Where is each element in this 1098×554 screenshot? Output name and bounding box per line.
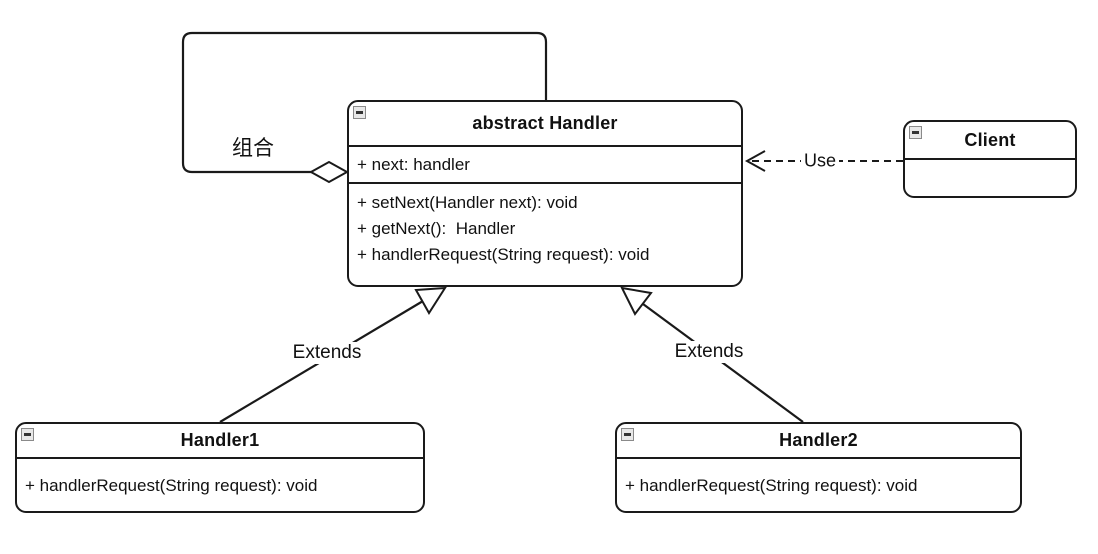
composition-loop-line — [181, 31, 548, 174]
class-client[interactable]: Client — [903, 120, 1077, 198]
use-label: Use — [800, 150, 840, 172]
extends-label-right: Extends — [670, 341, 748, 363]
generalization-arrowhead-right-icon — [620, 286, 653, 316]
method-compartment: + handlerRequest(String request): void — [17, 457, 423, 511]
class-title: Handler2 — [779, 430, 858, 450]
collapse-minus-icon[interactable] — [621, 428, 634, 441]
class-method: + handlerRequest(String request): void — [625, 476, 918, 495]
collapse-minus-icon[interactable] — [909, 126, 922, 139]
class-method: + handlerRequest(String request): void — [357, 245, 650, 264]
generalization-arrowhead-left-icon — [414, 286, 447, 315]
attribute-compartment: + next: handler — [349, 145, 741, 182]
class-handler1[interactable]: Handler1 + handlerRequest(String request… — [15, 422, 425, 513]
aggregation-diamond-icon — [308, 160, 350, 184]
composition-label: 组合 — [232, 137, 274, 160]
class-client-title-compartment: Client — [905, 122, 1075, 158]
class-handler2-title-compartment: Handler2 — [617, 424, 1020, 457]
collapse-minus-icon[interactable] — [21, 428, 34, 441]
class-abstract-handler[interactable]: abstract Handler + next: handler + setNe… — [347, 100, 743, 287]
class-abstract-handler-title-compartment: abstract Handler — [349, 102, 741, 145]
method-compartment: + handlerRequest(String request): void — [617, 457, 1020, 511]
class-attribute: + next: handler — [357, 154, 470, 174]
class-handler2[interactable]: Handler2 + handlerRequest(String request… — [615, 422, 1022, 513]
use-arrowhead-icon — [744, 150, 766, 172]
collapse-minus-icon[interactable] — [353, 106, 366, 119]
class-method: + setNext(Handler next): void — [357, 193, 578, 212]
empty-compartment — [905, 158, 1075, 196]
class-title: abstract Handler — [472, 113, 618, 133]
class-method: + handlerRequest(String request): void — [25, 476, 318, 495]
class-title: Handler1 — [180, 430, 260, 450]
extends-label-left: Extends — [288, 342, 366, 364]
class-method: + getNext(): Handler — [357, 219, 516, 238]
extends-right-line — [642, 303, 804, 423]
class-handler1-title-compartment: Handler1 — [17, 424, 423, 457]
method-compartment: + setNext(Handler next): void + getNext(… — [349, 182, 741, 285]
class-title: Client — [964, 129, 1016, 150]
